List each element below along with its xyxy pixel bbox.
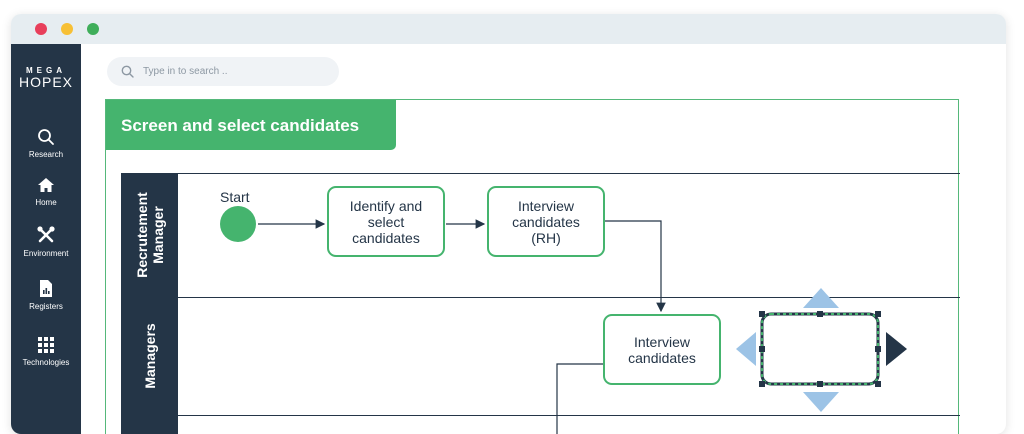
- logo-bottom-text: HOPEX: [18, 74, 73, 90]
- sidebar-item-environment[interactable]: Environment: [11, 225, 81, 258]
- maximize-window-button[interactable]: [87, 23, 99, 35]
- sidebar-item-label: Technologies: [22, 358, 70, 367]
- task-interview-candidates-rh[interactable]: Interview candidates (RH): [487, 186, 605, 257]
- diagram-title: Screen and select candidates: [106, 100, 396, 150]
- task-label-line: candidates: [628, 349, 696, 366]
- sidebar-item-label: Environment: [23, 249, 69, 258]
- lane-label-managers[interactable]: Managers: [121, 297, 178, 415]
- task-identify-select-candidates[interactable]: Identify and select candidates: [327, 186, 445, 257]
- resize-handle[interactable]: [817, 381, 823, 387]
- task-label-line: (RH): [531, 229, 561, 246]
- arrow-left-handle[interactable]: [736, 332, 756, 366]
- sequence-flow[interactable]: [604, 220, 666, 313]
- tools-icon: [37, 226, 55, 243]
- search-input[interactable]: Type in to search ..: [143, 66, 228, 77]
- sidebar-item-label: Research: [28, 150, 64, 159]
- sidebar-item-home[interactable]: Home: [11, 176, 81, 207]
- arrow-right-handle[interactable]: [886, 332, 907, 366]
- start-label: Start: [220, 189, 250, 205]
- lane-divider: [178, 297, 960, 298]
- task-label-line: Interview: [633, 333, 691, 350]
- sidebar-item-registers[interactable]: Registers: [11, 279, 81, 311]
- search-icon: [121, 65, 134, 78]
- task-label-line: candidates: [512, 213, 580, 230]
- resize-handle[interactable]: [875, 346, 881, 352]
- diagram-canvas[interactable]: Screen and select candidates Recrutement…: [105, 99, 960, 434]
- resize-handle[interactable]: [759, 311, 765, 317]
- resize-handle[interactable]: [875, 311, 881, 317]
- task-label: Interview candidates: [628, 334, 696, 366]
- close-window-button[interactable]: [35, 23, 47, 35]
- task-label-line: candidates: [352, 229, 420, 246]
- resize-handle[interactable]: [759, 381, 765, 387]
- lane-divider: [178, 415, 960, 416]
- resize-handle[interactable]: [817, 311, 823, 317]
- task-interview-candidates[interactable]: Interview candidates: [603, 314, 721, 385]
- logo: MEGA HOPEX: [11, 66, 81, 89]
- resize-handle[interactable]: [875, 381, 881, 387]
- sidebar-item-label: Registers: [29, 302, 63, 311]
- task-label-line: Identify and: [349, 197, 423, 214]
- sidebar-item-label: Home: [35, 198, 57, 207]
- new-task-shape[interactable]: [760, 312, 880, 386]
- title-bar: [11, 14, 1006, 44]
- task-label-line: select: [367, 213, 405, 230]
- resize-handle[interactable]: [759, 346, 765, 352]
- lane-divider: [178, 173, 960, 174]
- arrow-up-handle[interactable]: [803, 288, 839, 308]
- task-label: Interview candidates (RH): [512, 198, 580, 246]
- document-chart-icon: [40, 280, 52, 297]
- minimize-window-button[interactable]: [61, 23, 73, 35]
- diagram-connectors: [220, 206, 907, 434]
- arrow-down-handle[interactable]: [803, 392, 839, 412]
- task-label: Identify and select candidates: [350, 198, 422, 246]
- sequence-flow[interactable]: [556, 363, 603, 434]
- grid-icon: [38, 337, 54, 353]
- sidebar: MEGA HOPEX Research Home Environment: [11, 44, 81, 434]
- home-icon: [38, 178, 54, 192]
- sidebar-item-research[interactable]: Research: [11, 128, 81, 159]
- task-label-line: Interview: [517, 197, 575, 214]
- app-window: MEGA HOPEX Research Home Environment: [11, 14, 1006, 434]
- search-icon: [38, 129, 54, 145]
- search-bar[interactable]: Type in to search ..: [107, 57, 339, 86]
- sidebar-item-technologies[interactable]: Technologies: [11, 336, 81, 367]
- start-event[interactable]: [220, 206, 256, 242]
- logo-top-text: MEGA: [26, 66, 66, 75]
